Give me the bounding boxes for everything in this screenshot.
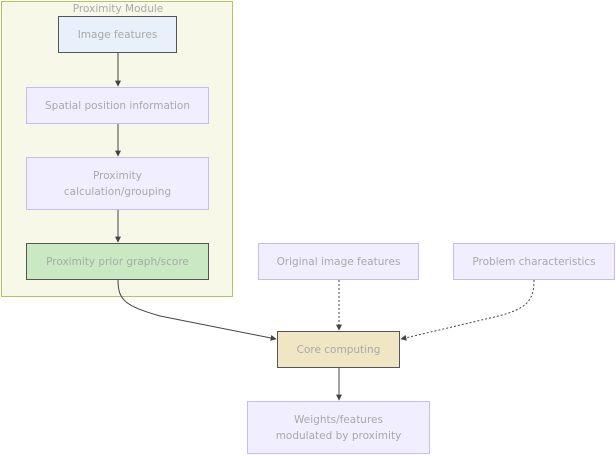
node-proximity-prior: Proximity prior graph/score — [26, 243, 209, 280]
node-output-weights: Weights/features modulated by proximity — [247, 401, 430, 454]
node-proximity-calculation: Proximity calculation/grouping — [26, 157, 209, 210]
cluster-title: Proximity Module — [72, 3, 164, 15]
node-core-computing: Core computing — [277, 331, 400, 368]
edge-prior-to-core — [117, 279, 277, 341]
node-image-features: Image features — [58, 16, 177, 53]
edge-problem-to-core — [400, 279, 535, 341]
node-problem-characteristics: Problem characteristics — [453, 243, 615, 280]
node-original-image-features: Original image features — [258, 243, 419, 280]
node-spatial-position: Spatial position information — [26, 87, 209, 124]
